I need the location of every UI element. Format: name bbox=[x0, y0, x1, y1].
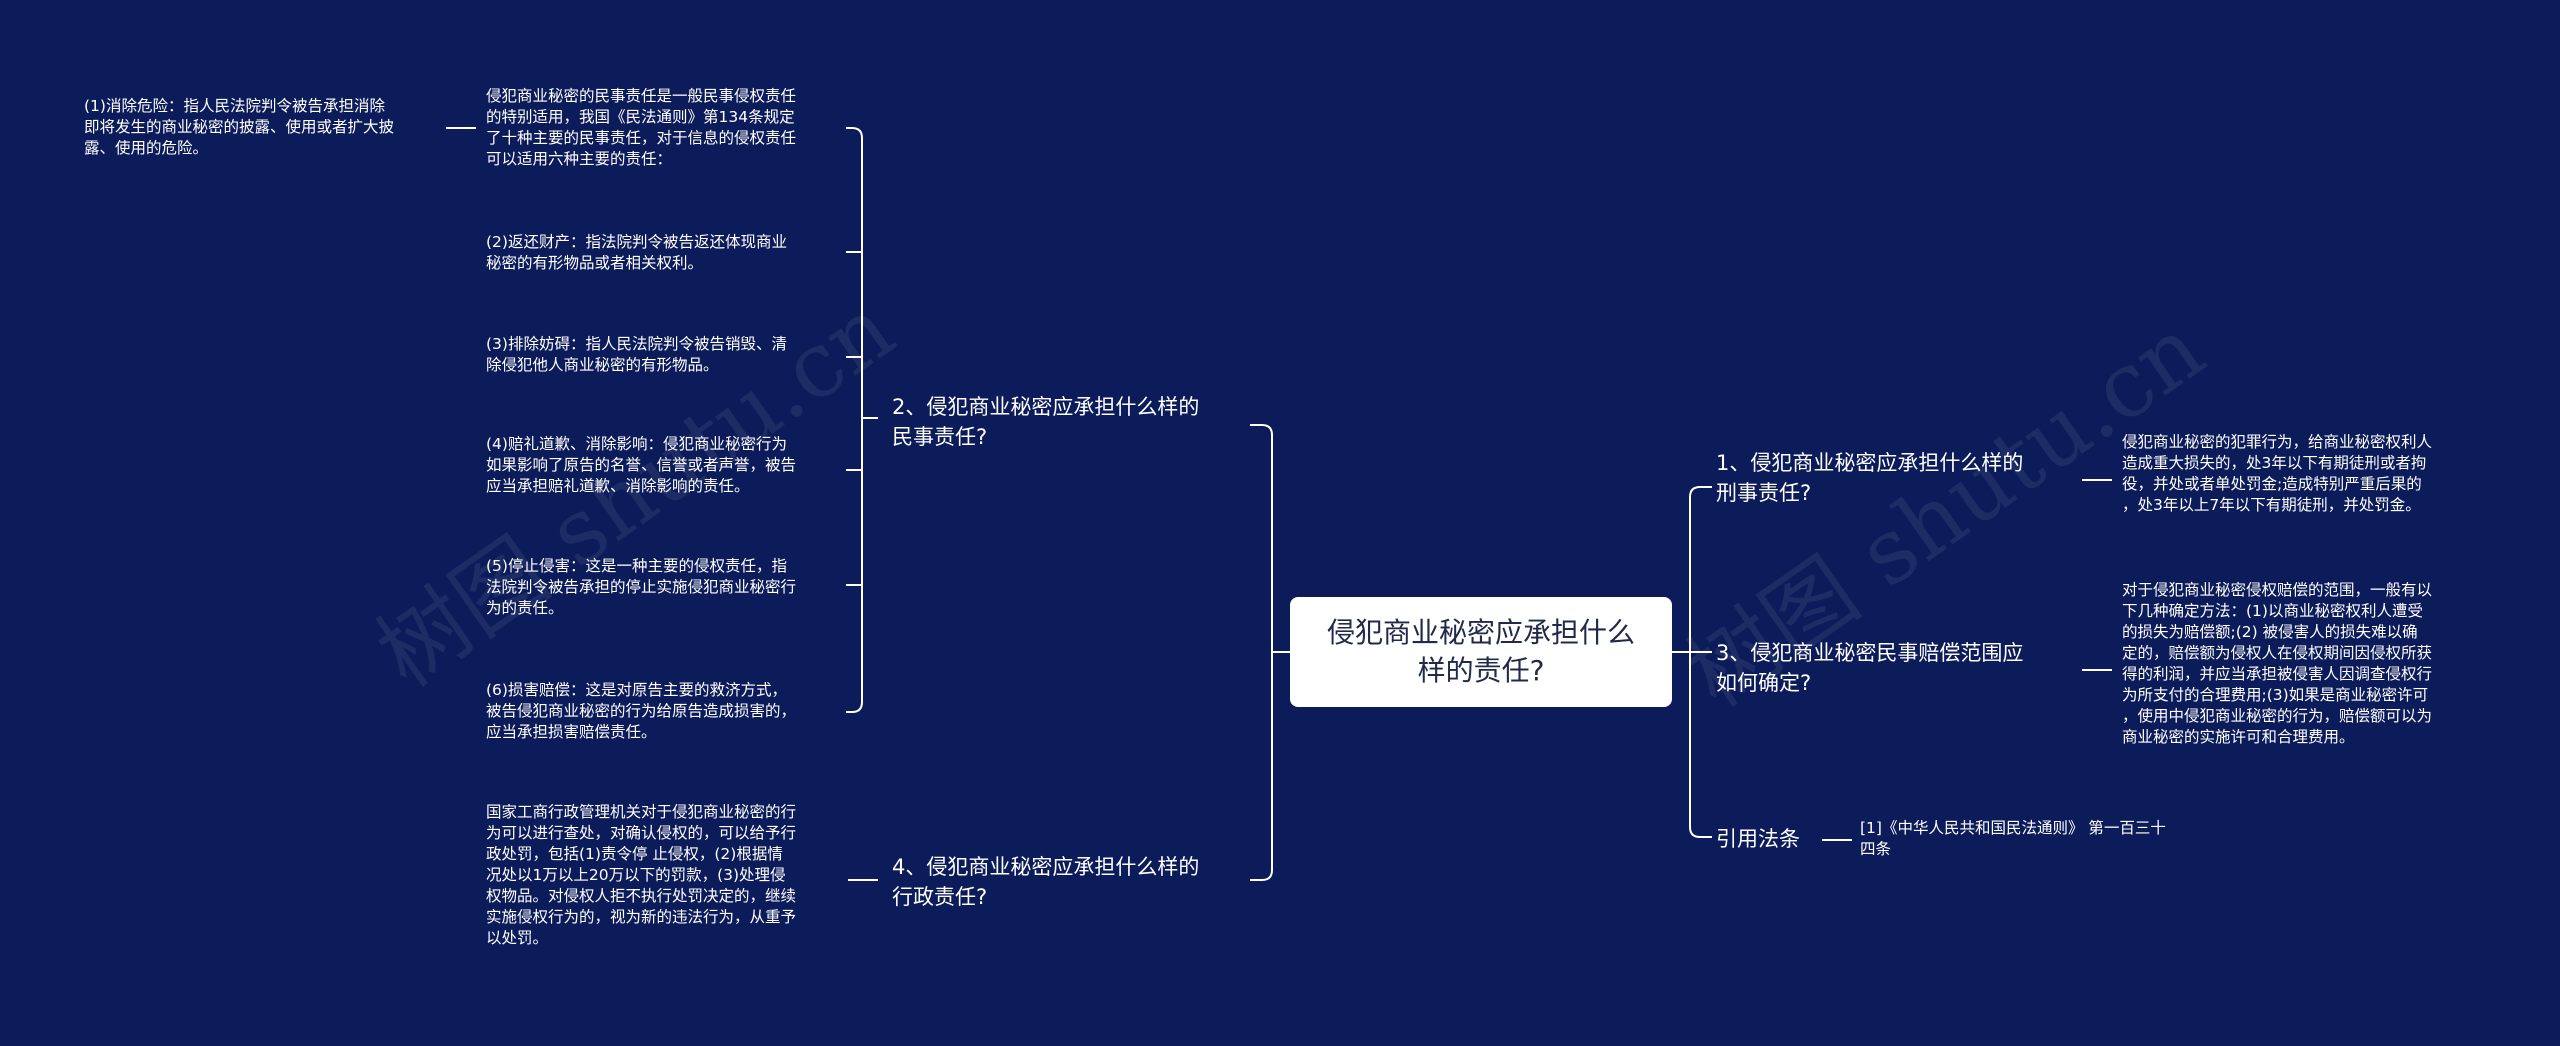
leaf-damages: (6)损害赔偿：这是对原告主要的救济方式， 被告侵犯商业秘密的行为给原告造成损害… bbox=[486, 681, 797, 741]
root-node[interactable]: 侵犯商业秘密应承担什么 样的责任? bbox=[1290, 597, 1672, 707]
root-label: 侵犯商业秘密应承担什么 样的责任? bbox=[1326, 616, 1635, 687]
leaf-civil-liability-intro: 侵犯商业秘密的民事责任是一般民事侵权责任 的特别适用，我国《民法通则》第134条… bbox=[486, 87, 797, 168]
leaf-criminal-liability-detail: 侵犯商业秘密的犯罪行为，给商业秘密权利人 造成重大损失的，处3年以下有期徒刑或者… bbox=[2122, 433, 2433, 514]
leaf-cease-infringement: (5)停止侵害：这是一种主要的侵权责任，指 法院判令被告承担的停止实施侵犯商业秘… bbox=[486, 557, 797, 617]
leaf-cited-law-detail: [1]《中华人民共和国民法通则》 第一百三十 四条 bbox=[1860, 819, 2166, 858]
leaf-apology: (4)赔礼道歉、消除影响：侵犯商业秘密行为 如果影响了原告的名誉、信誉或者声誉，… bbox=[486, 435, 797, 495]
branch-civil-liability[interactable]: 2、侵犯商业秘密应承担什么样的 民事责任? bbox=[892, 395, 1200, 449]
branch-compensation-scope[interactable]: 3、侵犯商业秘密民事赔偿范围应 如何确定? bbox=[1716, 641, 2024, 695]
leaf-remove-obstruction: (3)排除妨碍：指人民法院判令被告销毁、清 除侵犯他人商业秘密的有形物品。 bbox=[486, 335, 787, 374]
branch-criminal-liability[interactable]: 1、侵犯商业秘密应承担什么样的 刑事责任? bbox=[1716, 451, 2024, 505]
leaf-return-property: (2)返还财产：指法院判令被告返还体现商业 秘密的有形物品或者相关权利。 bbox=[486, 233, 787, 272]
branch-administrative-liability[interactable]: 4、侵犯商业秘密应承担什么样的 行政责任? bbox=[892, 855, 1200, 909]
branch-cited-law[interactable]: 引用法条 bbox=[1716, 827, 1800, 851]
leaf-administrative-liability-detail: 国家工商行政管理机关对于侵犯商业秘密的行 为可以进行查处，对确认侵权的，可以给予… bbox=[486, 803, 797, 947]
leaf-eliminate-danger: (1)消除危险：指人民法院判令被告承担消除 即将发生的商业秘密的披露、使用或者扩… bbox=[84, 97, 395, 157]
leaf-compensation-scope-detail: 对于侵犯商业秘密侵权赔偿的范围，一般有以 下几种确定方法：(1)以商业秘密权利人… bbox=[2122, 581, 2433, 746]
